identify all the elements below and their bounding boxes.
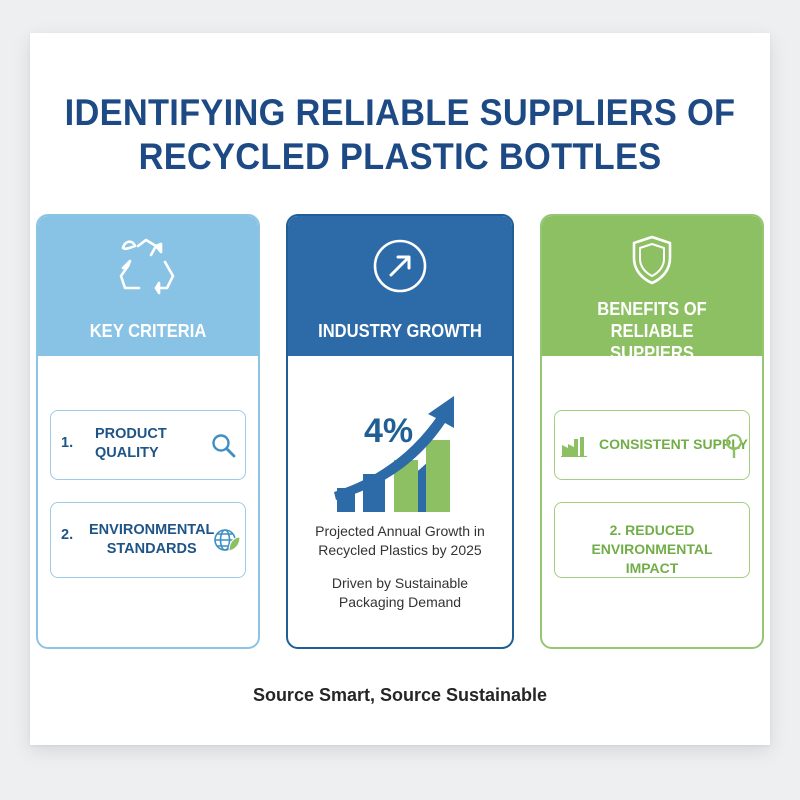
growth-description: Projected Annual Growth in Recycled Plas… — [296, 522, 504, 560]
benefits-heading-line-1: BENEFITS OF RELIABLE — [597, 299, 707, 341]
growth-driver-line-1: Driven by Sustainable — [331, 575, 469, 591]
growth-driver: Driven by Sustainable Packaging Demand — [296, 574, 504, 612]
benefit-item-label-line-2: IMPACT — [625, 560, 679, 576]
industry-growth-header: INDUSTRY GROWTH — [288, 216, 512, 356]
criteria-item-label-line-1: PRODUCT — [95, 426, 167, 442]
arrow-up-right-circle-icon — [373, 239, 427, 293]
criteria-item-label: ENVIRONMENTAL STANDARDS — [89, 521, 214, 559]
benefit-item-label: CONSISTENT SUPPLY — [599, 436, 748, 452]
key-criteria-header: KEY CRITERIA — [38, 216, 258, 356]
criteria-item-product-quality: 1. PRODUCT QUALITY — [50, 410, 246, 480]
benefit-item-label: 2. REDUCED ENVIRONMENTAL IMPACT — [555, 521, 749, 578]
key-criteria-card: KEY CRITERIA 1. PRODUCT QUALITY 2. ENVIR… — [36, 214, 260, 649]
infographic-sheet: IDENTIFYING RELIABLE SUPPLIERS OF RECYCL… — [30, 33, 770, 745]
benefit-item-consistent-supply: CONSISTENT SUPPLY — [554, 410, 750, 480]
criteria-item-label-line-1: ENVIRONMENTAL — [89, 522, 215, 538]
criteria-item-label-line-2: QUALITY — [95, 445, 159, 461]
page-title: IDENTIFYING RELIABLE SUPPLIERS OF RECYCL… — [56, 91, 744, 179]
benefits-heading-line-2: SUPPIERS — [610, 343, 694, 363]
tree-icon — [726, 434, 742, 458]
factory-icon — [561, 437, 587, 457]
growth-driver-line-2: Packaging Demand — [338, 594, 462, 610]
industry-growth-heading: INDUSTRY GROWTH — [318, 321, 482, 341]
criteria-item-label: PRODUCT QUALITY — [95, 425, 167, 463]
globe-leaf-icon — [214, 529, 241, 552]
growth-description-line-2: Recycled Plastics by 2025 — [318, 542, 482, 558]
magnifier-icon — [212, 434, 236, 458]
tagline: Source Smart, Source Sustainable — [252, 685, 548, 705]
criteria-item-number: 1. — [61, 435, 74, 451]
shield-icon — [632, 235, 672, 285]
criteria-item-label-line-2: STANDARDS — [106, 541, 197, 557]
criteria-item-environmental-standards: 2. ENVIRONMENTAL STANDARDS — [50, 502, 246, 578]
benefits-heading: BENEFITS OF RELIABLE SUPPIERS — [556, 298, 747, 364]
growth-trend-arrow — [334, 396, 454, 500]
title-line-2: RECYCLED PLASTIC BOTTLES — [138, 136, 662, 177]
title-line-1: IDENTIFYING RELIABLE SUPPLIERS OF — [64, 92, 736, 133]
recycle-icon — [119, 238, 175, 295]
industry-growth-card: INDUSTRY GROWTH 4% Projected Annual Grow… — [286, 214, 514, 649]
benefit-item-label-line-1: 2. REDUCED ENVIRONMENTAL — [591, 522, 713, 557]
growth-percentage: 4% — [364, 412, 414, 450]
benefit-item-reduced-impact: 2. REDUCED ENVIRONMENTAL IMPACT — [554, 502, 750, 578]
criteria-item-number: 2. — [61, 527, 74, 543]
key-criteria-heading: KEY CRITERIA — [89, 321, 207, 341]
benefits-card: BENEFITS OF RELIABLE SUPPIERS CONSISTENT… — [540, 214, 764, 649]
growth-bar-4 — [426, 440, 450, 512]
growth-description-line-1: Projected Annual Growth in — [315, 523, 485, 539]
benefits-header: BENEFITS OF RELIABLE SUPPIERS — [542, 216, 762, 363]
growth-bar-graphic — [334, 396, 454, 512]
